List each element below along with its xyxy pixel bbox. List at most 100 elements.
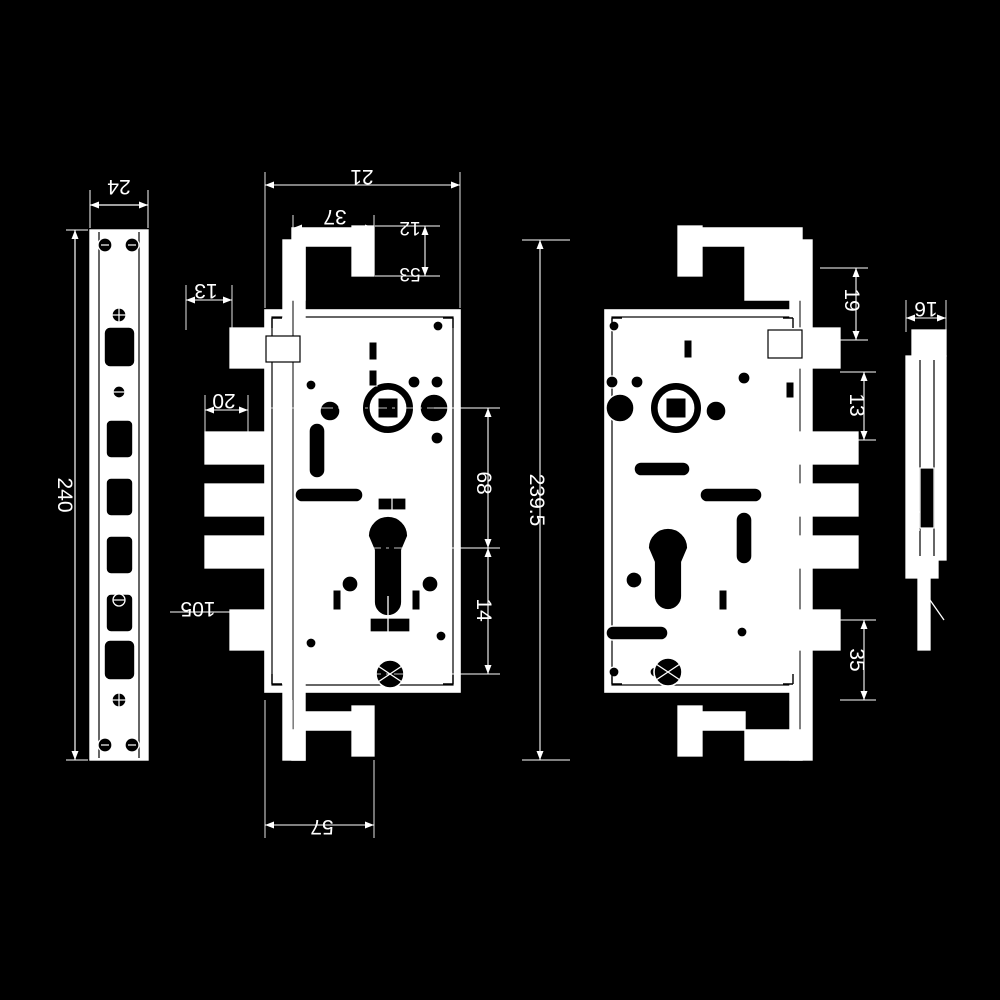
arrow-r35-b bbox=[860, 691, 868, 700]
dim-text-body-top-width: 21 bbox=[350, 165, 373, 188]
dim-text-right-35: 35 bbox=[845, 648, 868, 671]
dim-offset-13: 13 bbox=[185, 279, 233, 330]
bore-right-b bbox=[705, 400, 727, 422]
latch-arm-bottom-left bbox=[291, 700, 353, 761]
arrow-68-t bbox=[484, 408, 492, 417]
profile-top-cap bbox=[911, 329, 947, 357]
latch-arm-bottom-right bbox=[699, 700, 803, 761]
bore-left-e bbox=[430, 431, 444, 445]
spindle-square-right bbox=[666, 398, 686, 418]
dim-text-bolt-20: 20 bbox=[212, 389, 235, 412]
slot-right-a bbox=[683, 339, 693, 359]
dim-text-latch-53: 53 bbox=[399, 263, 420, 284]
faceplate-lower-aperture bbox=[103, 639, 136, 681]
guide-slot-right-3 bbox=[605, 625, 669, 641]
slot-right-b bbox=[785, 381, 795, 399]
arrow-20-r bbox=[239, 406, 248, 414]
bore-left-f bbox=[432, 320, 444, 332]
dim-profile-16: 16 bbox=[905, 297, 947, 332]
bore-right-i bbox=[736, 626, 748, 638]
arrow-16-l bbox=[906, 314, 915, 322]
latch-arm-top-right bbox=[699, 227, 803, 301]
arrow-12-t bbox=[421, 226, 429, 235]
arrow-left bbox=[90, 201, 99, 209]
latch-head-top-left bbox=[351, 225, 375, 277]
latch-block-left bbox=[229, 327, 266, 369]
euro-cylinder-right bbox=[647, 527, 689, 611]
dim-text-overall-height: 239.5 bbox=[525, 474, 548, 527]
arrow-2395-t bbox=[536, 240, 544, 249]
arrow-14-t bbox=[484, 548, 492, 557]
arrow-68-b bbox=[484, 539, 492, 548]
dim-text-latch-12: 12 bbox=[399, 217, 420, 238]
bore-right-e bbox=[737, 371, 751, 385]
dim-body-top-width: 21 bbox=[264, 165, 461, 308]
corner-mark-8 bbox=[783, 674, 794, 685]
latch-head-bottom-left bbox=[351, 705, 375, 757]
bore-left-j bbox=[305, 637, 317, 649]
dim-right-13: 13 bbox=[840, 371, 876, 441]
arrow-19-t bbox=[852, 268, 860, 277]
dim-text-faceplate-height: 240 bbox=[53, 477, 76, 512]
arrow-2395-b bbox=[536, 751, 544, 760]
corner-mark-5 bbox=[611, 317, 622, 328]
bore-right-d bbox=[630, 375, 644, 389]
euro-cylinder-left bbox=[367, 515, 409, 617]
arrow-r35-t bbox=[860, 620, 868, 629]
cylinder-cam-left bbox=[369, 617, 411, 633]
deadbolt-left-4 bbox=[229, 609, 266, 651]
guide-slot-left-horizontal bbox=[294, 487, 364, 503]
latch-head-bottom-right bbox=[677, 705, 703, 757]
deadbolt-right-2 bbox=[799, 483, 859, 517]
faceplate-latch-aperture bbox=[103, 326, 136, 368]
bore-right-f bbox=[608, 320, 620, 332]
dim-text-offset-13: 13 bbox=[194, 279, 217, 302]
dim-faceplate-width: 24 bbox=[89, 175, 149, 228]
dim-text-bolt-spacing-105: 105 bbox=[180, 597, 215, 620]
deadbolt-left-2 bbox=[204, 483, 266, 517]
arrow-13-l bbox=[186, 296, 195, 304]
arrow-16-r bbox=[937, 314, 946, 322]
guide-slot-left-vertical bbox=[308, 422, 326, 479]
arrow-21-l bbox=[265, 181, 274, 189]
guide-slot-right-vertical bbox=[735, 511, 753, 565]
guide-slot-right-2 bbox=[699, 487, 763, 503]
dim-latch-12-53: 12 53 bbox=[375, 217, 440, 284]
dim-right-35: 35 bbox=[840, 619, 876, 701]
bore-left-i bbox=[421, 575, 439, 593]
bore-left-c bbox=[407, 375, 421, 389]
deadbolt-left-3 bbox=[204, 535, 266, 569]
bore-right-h bbox=[608, 666, 620, 678]
arrow-20-l bbox=[205, 406, 214, 414]
faceplate-bolt-aperture-3 bbox=[105, 535, 134, 575]
arrow-57-r bbox=[365, 821, 374, 829]
deadbolt-left-1 bbox=[204, 431, 266, 465]
bore-left-d bbox=[430, 375, 444, 389]
arrow-13-r bbox=[223, 296, 232, 304]
aux-tongue-left bbox=[265, 335, 301, 363]
deadbolt-right-4 bbox=[799, 609, 841, 651]
dim-text-center-14: 14 bbox=[472, 598, 495, 622]
arrow-37-r bbox=[365, 224, 374, 232]
arrow-14-b bbox=[484, 665, 492, 674]
latch-block-right bbox=[799, 327, 841, 369]
dim-text-backset-37: 37 bbox=[323, 205, 346, 228]
bore-right-c bbox=[605, 375, 619, 389]
dim-text-body-width-57: 57 bbox=[310, 815, 333, 838]
arrow-37-l bbox=[293, 224, 302, 232]
arrow-down bbox=[71, 751, 79, 760]
dim-body-width-57: 57 bbox=[264, 700, 375, 838]
dim-bolt-20: 20 bbox=[204, 389, 249, 435]
slot-left-c bbox=[332, 589, 342, 611]
dim-right-19: 19 bbox=[820, 267, 868, 341]
bore-right-g bbox=[625, 571, 643, 589]
dim-text-faceplate-width: 24 bbox=[107, 175, 131, 198]
corner-mark-3 bbox=[271, 674, 282, 685]
dim-text-right-13: 13 bbox=[845, 393, 868, 416]
aux-tongue-right bbox=[767, 329, 803, 359]
faceplate-bolt-aperture-1 bbox=[105, 419, 134, 459]
deadbolt-right-3 bbox=[799, 535, 859, 569]
slot-left-b bbox=[368, 369, 378, 387]
